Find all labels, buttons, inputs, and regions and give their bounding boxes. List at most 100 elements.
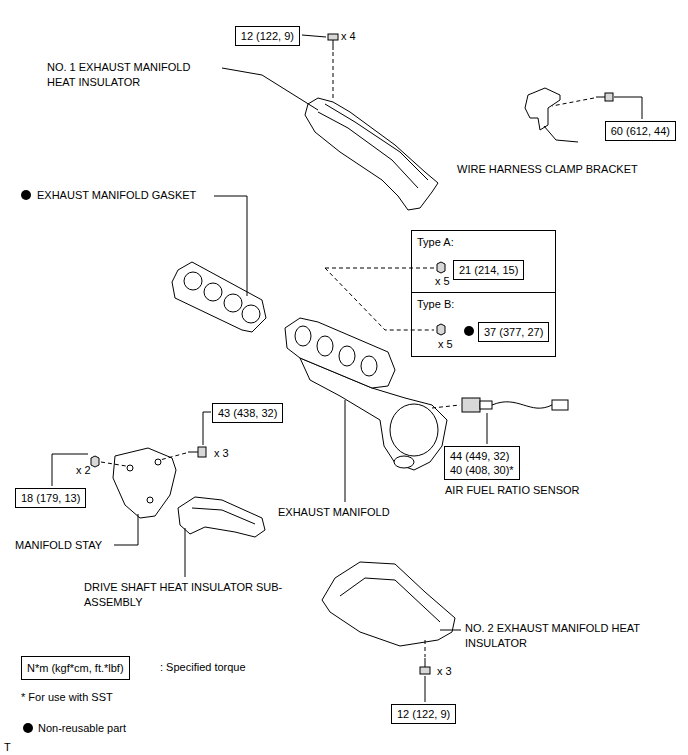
part-name: EXHAUST MANIFOLD bbox=[278, 505, 390, 520]
type-heading: Type A: bbox=[417, 235, 550, 249]
bolt-shank bbox=[333, 40, 334, 50]
torque-value: 60 (612, 44) bbox=[611, 124, 670, 138]
page-mark: T bbox=[4, 740, 11, 755]
bracket-wire bbox=[544, 126, 578, 142]
stay-hole bbox=[147, 497, 153, 503]
bolt-shank bbox=[425, 658, 426, 667]
manifold-port bbox=[317, 336, 333, 356]
torque-value: 44 (449, 32) bbox=[450, 449, 514, 463]
legend-text: Non-reusable part bbox=[38, 721, 126, 736]
manifold-outlet bbox=[394, 456, 414, 468]
torque-value: 43 (438, 32) bbox=[218, 406, 277, 420]
manifold-port bbox=[339, 346, 355, 366]
leader-line bbox=[185, 528, 186, 577]
torque-value: 18 (179, 13) bbox=[21, 491, 80, 505]
install-line bbox=[160, 453, 186, 460]
part-name: NO. 1 EXHAUST MANIFOLD HEAT INSULATOR bbox=[47, 60, 217, 90]
gasket-port bbox=[184, 272, 202, 290]
install-line bbox=[432, 405, 460, 408]
leader-line bbox=[345, 400, 346, 502]
type-box: Type A: 21 (214, 15) bbox=[411, 230, 556, 293]
bolt-head bbox=[328, 34, 338, 40]
catalyst-body bbox=[390, 404, 438, 456]
bolt-shank bbox=[188, 452, 198, 453]
gasket-port bbox=[242, 305, 260, 323]
torque-box: 60 (612, 44) bbox=[605, 121, 676, 141]
leader-line bbox=[114, 514, 138, 545]
torque-value: 21 (214, 15) bbox=[459, 263, 518, 277]
torque-box: 44 (449, 32)40 (408, 30)* bbox=[444, 446, 520, 480]
torque-value: 12 (122, 9) bbox=[397, 707, 450, 721]
heat-insulator bbox=[305, 98, 438, 210]
manifold-port bbox=[361, 356, 377, 376]
part-name: DRIVE SHAFT HEAT INSULATOR SUB-ASSEMBLY bbox=[84, 580, 284, 610]
leader-line bbox=[487, 413, 488, 444]
non-reusable-mark bbox=[23, 723, 33, 733]
torque-box: 37 (377, 27) bbox=[478, 322, 549, 342]
torque-value: N*m (kgf*cm, ft.*lbf) bbox=[27, 661, 124, 675]
torque-value: 12 (122, 9) bbox=[241, 29, 294, 43]
manifold-gasket bbox=[172, 262, 266, 332]
nut bbox=[91, 456, 99, 467]
torque-box: 12 (122, 9) bbox=[235, 26, 300, 46]
legend-torque-box: N*m (kgf*cm, ft.*lbf) bbox=[21, 656, 130, 680]
quantity: x 2 bbox=[76, 463, 91, 478]
type-box: Type B: 37 (377, 27) bbox=[411, 292, 556, 357]
insulator-rib bbox=[340, 578, 440, 622]
quantity: x 5 bbox=[435, 274, 450, 289]
sensor-connector bbox=[552, 400, 568, 410]
leader-line bbox=[222, 68, 318, 110]
manifold-stay bbox=[113, 448, 176, 518]
non-reusable-mark bbox=[464, 326, 474, 336]
drive-shaft-insulator bbox=[178, 497, 265, 537]
leader-line bbox=[203, 412, 211, 445]
bolt-head bbox=[198, 447, 206, 457]
install-line bbox=[333, 52, 334, 100]
stay-hole bbox=[127, 465, 133, 471]
manifold-flange bbox=[285, 318, 395, 388]
stay-hole bbox=[155, 459, 161, 465]
manifold-port bbox=[295, 326, 311, 346]
note: * For use with SST bbox=[21, 690, 113, 705]
quantity: x 5 bbox=[438, 337, 453, 352]
install-line bbox=[552, 98, 594, 106]
clamp-bracket bbox=[525, 88, 560, 130]
heat-insulator bbox=[322, 562, 455, 646]
part-name: EXHAUST MANIFOLD GASKET bbox=[37, 188, 196, 203]
nut bbox=[437, 262, 445, 273]
nut bbox=[437, 324, 445, 335]
install-line bbox=[425, 640, 426, 657]
sensor-wire bbox=[492, 402, 552, 408]
part-name: AIR FUEL RATIO SENSOR bbox=[445, 483, 579, 498]
gasket-port bbox=[204, 283, 222, 301]
type-heading: Type B: bbox=[417, 297, 550, 311]
quantity: x 3 bbox=[437, 664, 452, 679]
leader-line bbox=[302, 35, 326, 37]
install-line bbox=[325, 268, 434, 269]
bolt-head bbox=[605, 93, 613, 101]
quantity: x 3 bbox=[214, 446, 229, 461]
part-name: MANIFOLD STAY bbox=[15, 538, 102, 553]
torque-box: 21 (214, 15) bbox=[453, 260, 524, 280]
install-line bbox=[101, 462, 126, 466]
insulator-rib bbox=[192, 508, 255, 524]
insulator-rib bbox=[318, 112, 418, 188]
torque-box: 18 (179, 13) bbox=[15, 488, 86, 508]
legend-text: : Specified torque bbox=[160, 660, 246, 675]
non-reusable-mark bbox=[21, 190, 31, 200]
part-name: WIRE HARNESS CLAMP BRACKET bbox=[457, 162, 638, 177]
sensor-body bbox=[480, 401, 492, 409]
part-name: NO. 2 EXHAUST MANIFOLD HEAT INSULATOR bbox=[465, 621, 640, 651]
bolt-head bbox=[420, 667, 430, 674]
quantity: x 4 bbox=[341, 29, 356, 44]
torque-value: 40 (408, 30)* bbox=[450, 463, 514, 477]
bolt-shank bbox=[596, 97, 605, 98]
sensor-body bbox=[462, 398, 480, 412]
leader-line bbox=[214, 196, 247, 296]
leader-line bbox=[425, 676, 426, 702]
insulator-rib bbox=[325, 104, 428, 180]
torque-value: 37 (377, 27) bbox=[484, 325, 543, 339]
torque-box: 12 (122, 9) bbox=[391, 704, 456, 724]
